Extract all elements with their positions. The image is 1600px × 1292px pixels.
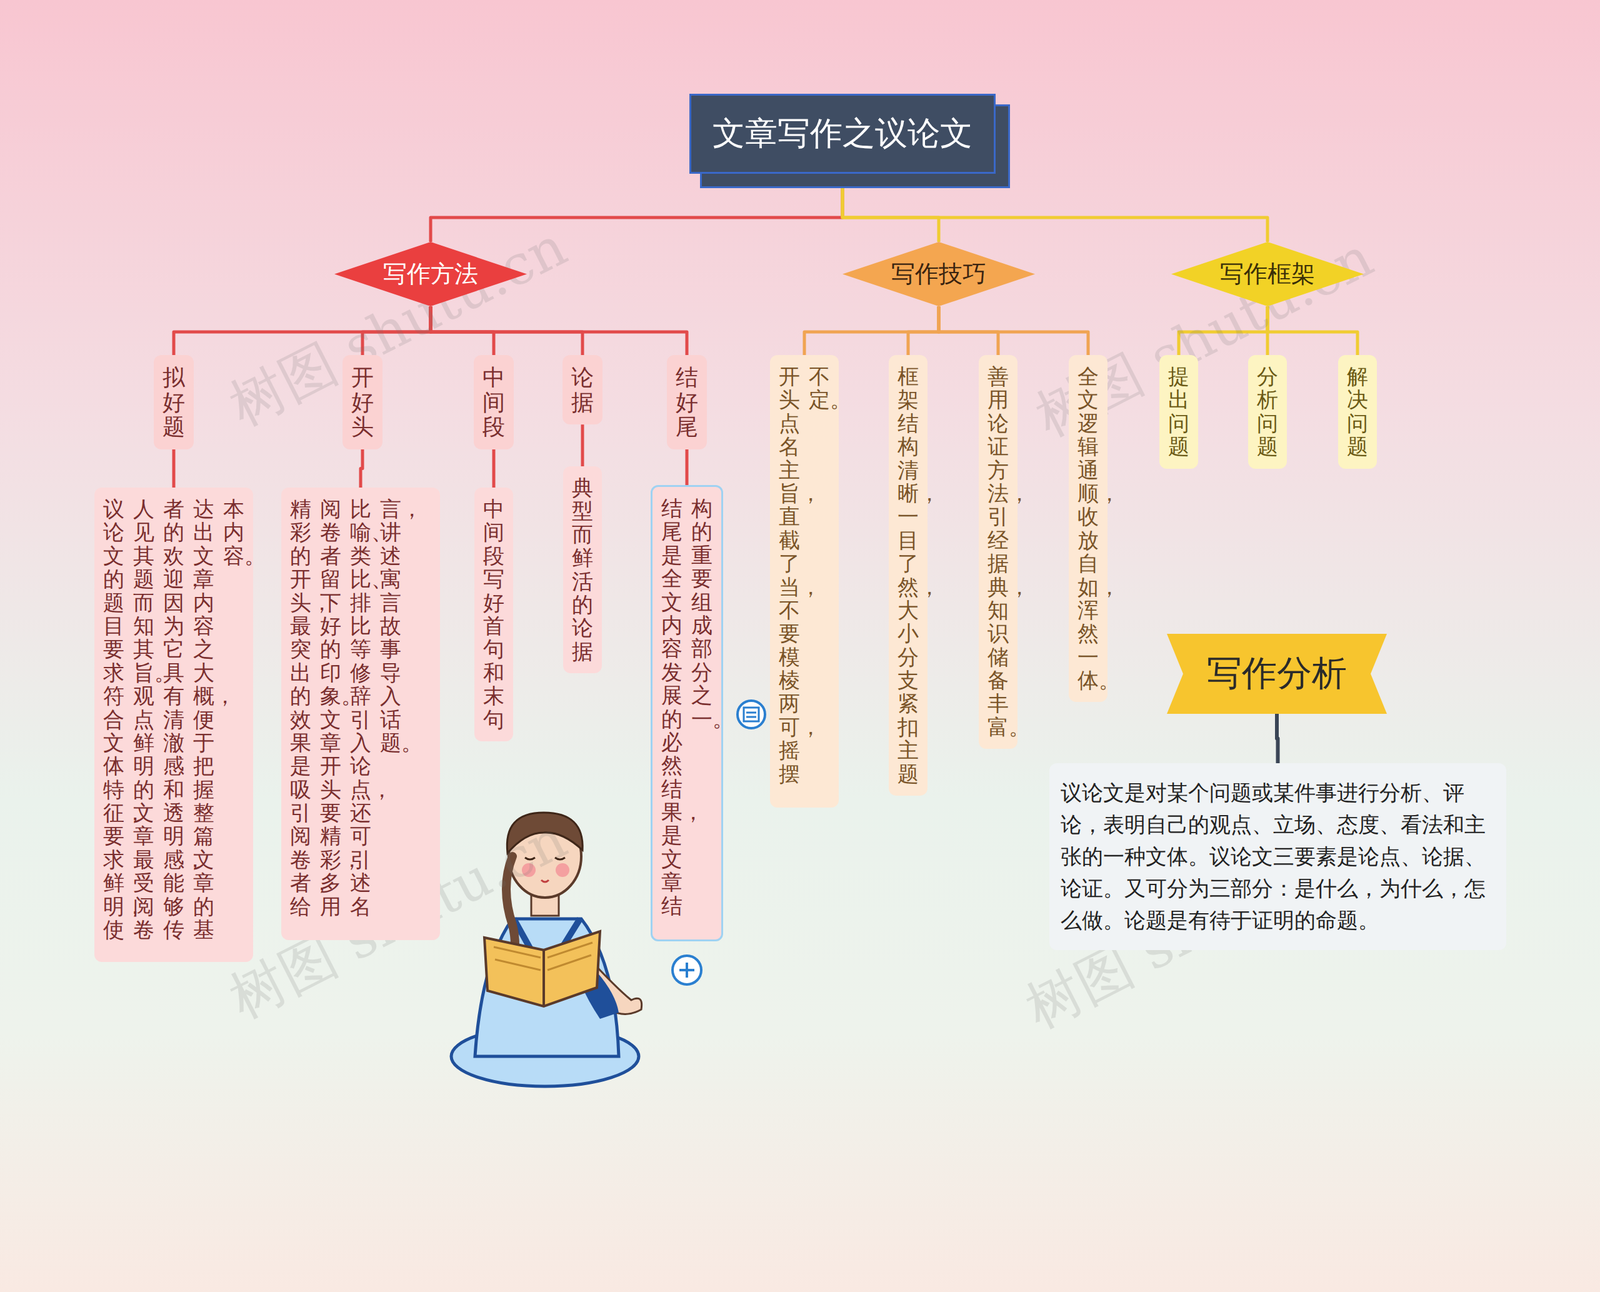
- text: 文章写作之议论文: [712, 111, 973, 156]
- text: 议论文是对某个问题或某件事进行分析、评论，表明自己的观点、立场、态度、看法和主张…: [1060, 776, 1495, 937]
- vertical-text: 拟好题: [162, 365, 185, 440]
- shape-fill: [1171, 241, 1364, 307]
- topic-box: 开头点名主旨，直截了当，不要模棱两可，摇摆不定。: [770, 355, 839, 808]
- text: 写作方法: [383, 258, 479, 290]
- topic-box: 解决问题: [1338, 355, 1377, 469]
- text: 写作分析: [1206, 650, 1347, 698]
- topic-box: 结尾是全文内容发展的必然结果，是文章结构的重要组成部分之一。: [650, 485, 724, 942]
- branch-diamond: 写作方法: [334, 241, 527, 307]
- watermark: 树图 shutu.cn: [217, 210, 579, 444]
- text: 写作技巧: [891, 258, 987, 290]
- vertical-text: 论据: [571, 365, 594, 415]
- vertical-text: 结尾是全文内容发展的必然结果，是文章结构的重要组成部分之一。: [661, 496, 713, 930]
- shape-fill: [1166, 633, 1387, 714]
- vertical-text: 精彩的开头，最突出的效果是吸引阅卷者，给阅卷者留下好的印象。文章开头要精彩，多用…: [290, 497, 432, 930]
- connector: [581, 424, 585, 467]
- heading-banner: 写作分析: [1166, 633, 1387, 714]
- note-box: 议论文是对某个问题或某件事进行分析、评论，表明自己的观点、立场、态度、看法和主张…: [1049, 763, 1507, 950]
- topic-box: 议论文的题目要求符合文体特征，要求鲜明，使人见其题而知其旨。观点鲜明的文章最受阅…: [94, 487, 254, 962]
- vertical-text: 中间段: [482, 365, 505, 440]
- connector: [908, 306, 939, 355]
- shape-fill: [842, 241, 1035, 307]
- connector: [492, 449, 496, 488]
- connector: [842, 173, 1268, 242]
- vertical-text: 解决问题: [1346, 365, 1369, 459]
- expand-icon: [672, 955, 702, 985]
- topic-box: 善用论证方法，引经据典，知识储备丰富。: [978, 355, 1018, 749]
- title-box: 文章写作之议论文: [689, 93, 996, 174]
- topic-box: 中间段: [473, 355, 514, 450]
- note-icon: [737, 700, 765, 729]
- text: 写作框架: [1220, 258, 1315, 290]
- vertical-text: 善用论证方法，引经据典，知识储备丰富。: [987, 365, 1009, 739]
- topic-box: 框架结构清晰，一目了然，大小分支紧扣主题: [888, 355, 928, 796]
- vertical-text: 结好尾: [675, 365, 699, 440]
- topic-box: 拟好题: [153, 355, 194, 450]
- vertical-text: 开头点名主旨，直截了当，不要模棱两可，摇摆不定。: [778, 365, 830, 798]
- connector: [842, 173, 939, 242]
- topic-box: 论据: [562, 355, 603, 425]
- topic-box: 典型而鲜活的论据: [563, 466, 602, 674]
- connector: [685, 449, 689, 485]
- vertical-text: 中间段写好首句和末句: [483, 497, 505, 732]
- vertical-text: 议论文的题目要求符合文体特征，要求鲜明，使人见其题而知其旨。观点鲜明的文章最受阅…: [103, 497, 245, 952]
- topic-box: 精彩的开头，最突出的效果是吸引阅卷者，给阅卷者留下好的印象。文章开头要精彩，多用…: [281, 487, 440, 940]
- branch-diamond: 写作框架: [1171, 241, 1364, 307]
- vertical-text: 提出问题: [1168, 365, 1190, 459]
- connector: [1276, 713, 1279, 764]
- topic-box: 分析问题: [1248, 355, 1287, 469]
- topic-box: 开好头: [342, 355, 383, 450]
- connector: [430, 173, 843, 242]
- vertical-text: 典型而鲜活的论据: [571, 476, 594, 664]
- connector: [938, 306, 1089, 355]
- topic-box: 提出问题: [1159, 355, 1199, 469]
- connector: [172, 449, 176, 488]
- topic-box: 中间段写好首句和末句: [474, 487, 514, 742]
- vertical-text: 全文逻辑通顺，收放自如，浑然一体。: [1077, 365, 1099, 692]
- vertical-text: 开好头: [351, 365, 374, 440]
- vertical-text: 框架结构清晰，一目了然，大小分支紧扣主题: [897, 365, 919, 786]
- topic-box: 结好尾: [666, 355, 707, 450]
- shape-fill: [334, 241, 527, 307]
- branch-diamond: 写作技巧: [842, 241, 1035, 307]
- vertical-text: 分析问题: [1256, 365, 1279, 459]
- connector: [360, 449, 363, 488]
- connector: [804, 306, 939, 355]
- topic-box: 全文逻辑通顺，收放自如，浑然一体。: [1068, 355, 1108, 702]
